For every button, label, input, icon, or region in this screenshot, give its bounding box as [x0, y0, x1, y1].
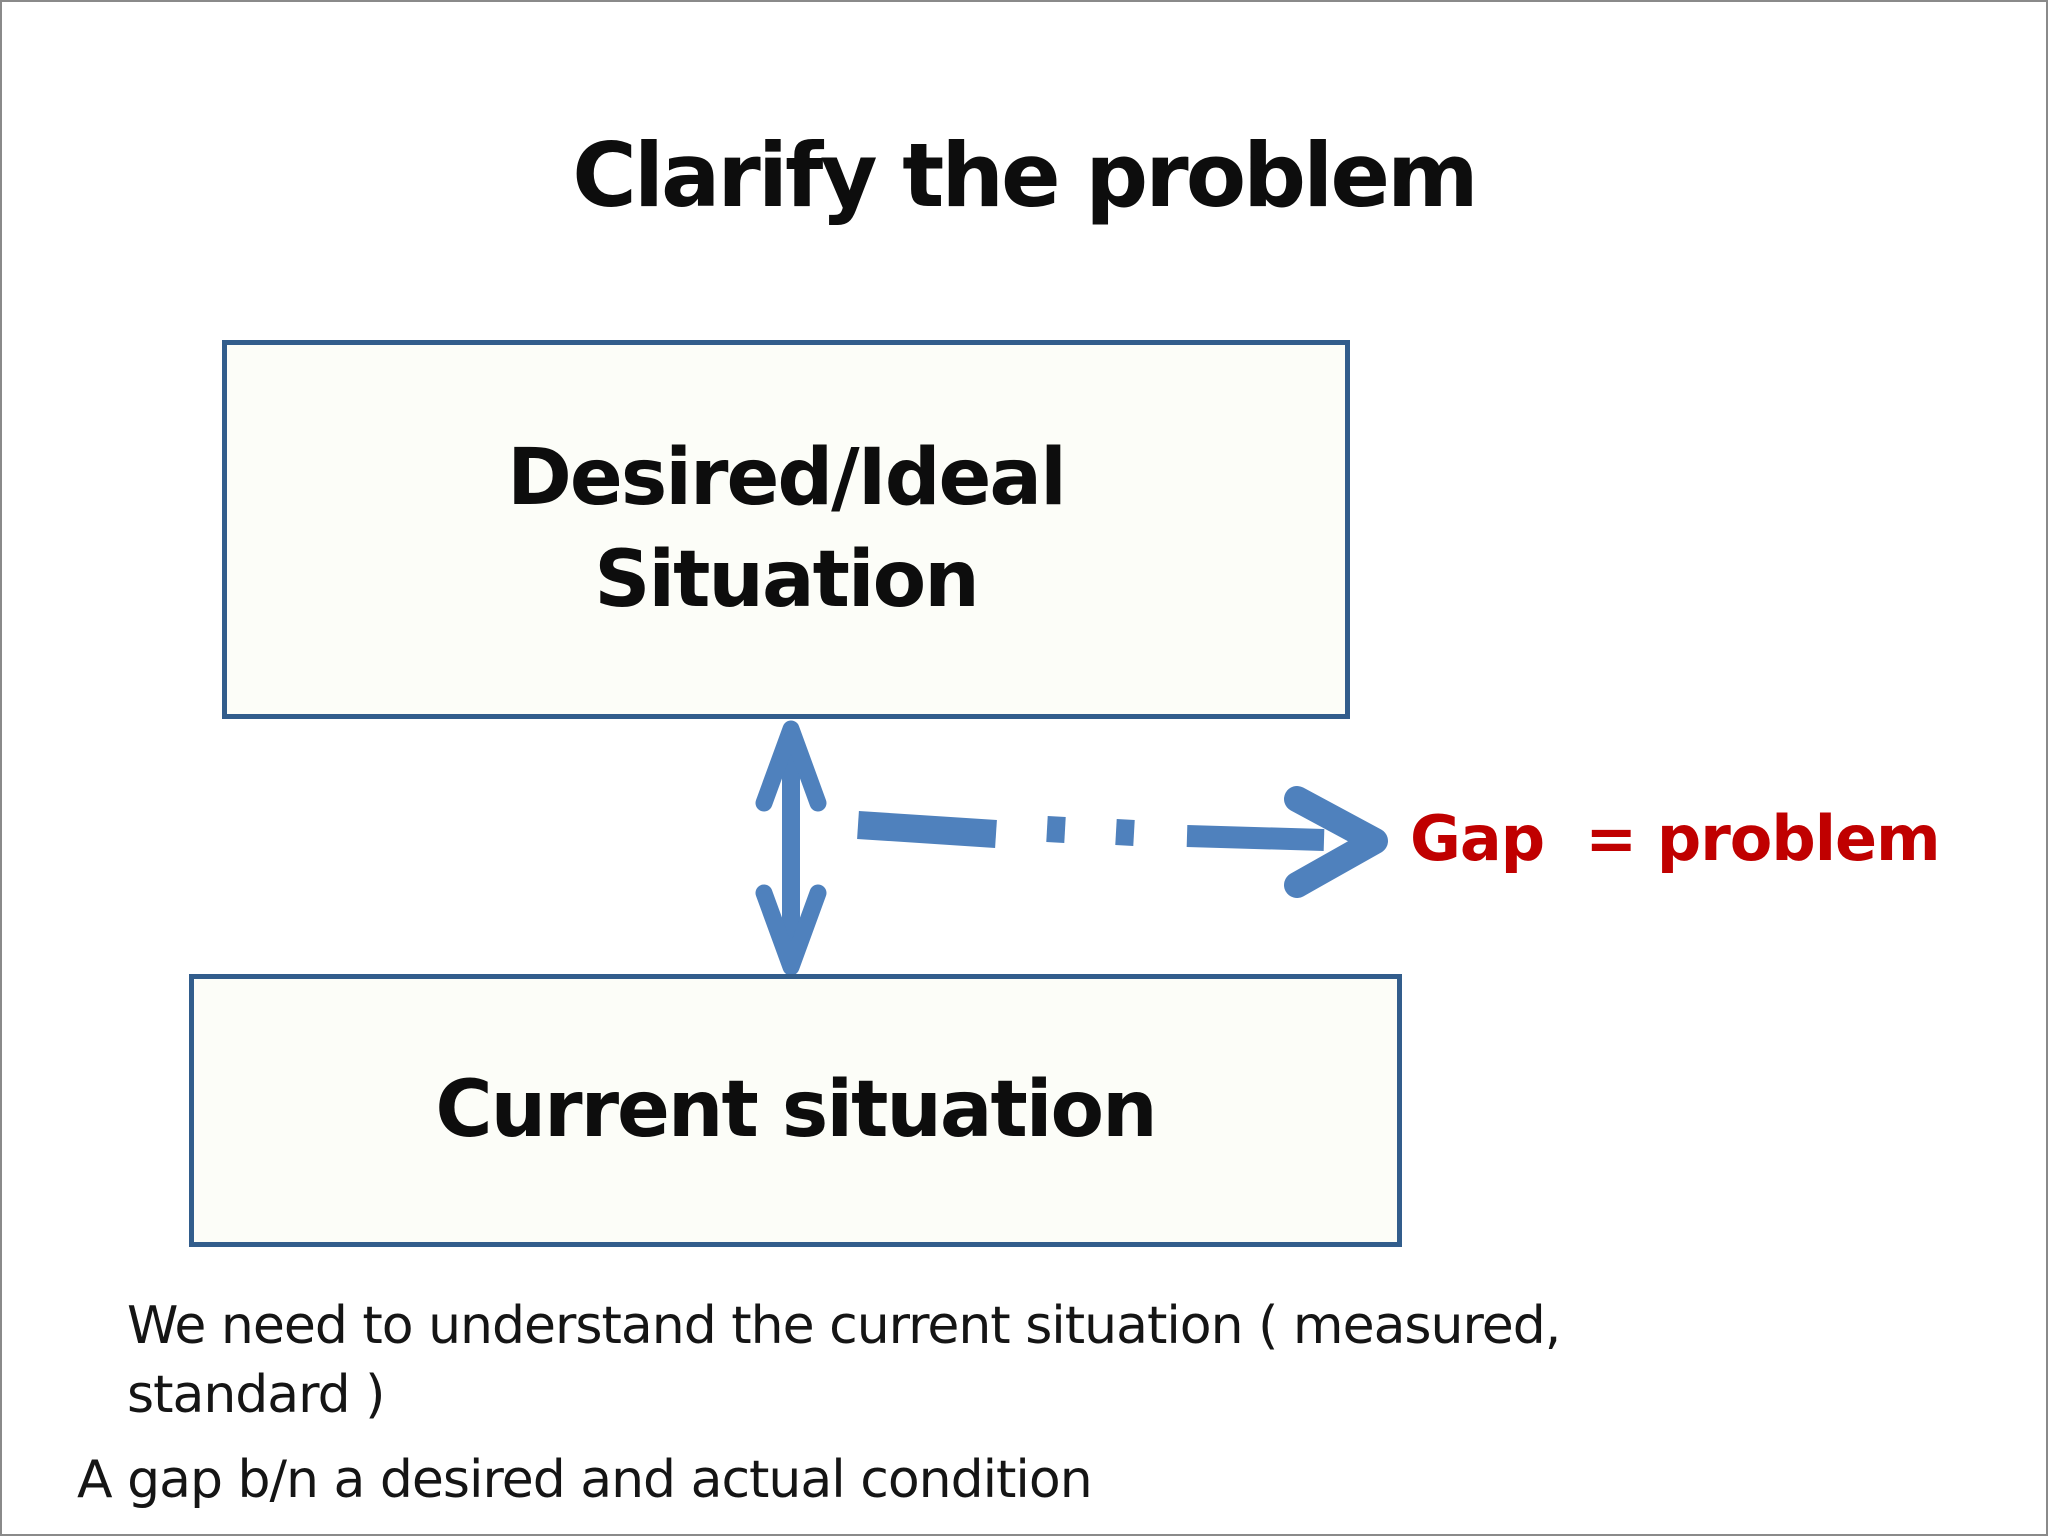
- current-situation-box: Current situation: [189, 974, 1402, 1247]
- current-situation-label: Current situation: [435, 1064, 1157, 1155]
- double-headed-arrow-icon: [755, 720, 827, 976]
- page-title: Clarify the problem: [572, 124, 1478, 227]
- note-understand-line1: We need to understand the current situat…: [127, 1296, 1561, 1356]
- note-gap-definition: A gap b/n a desired and actual condition: [77, 1450, 1093, 1510]
- note-understand-current-situation: We need to understand the current situat…: [127, 1292, 1561, 1430]
- desired-ideal-situation-box: Desired/Ideal Situation: [222, 340, 1350, 719]
- desired-ideal-situation-label: Desired/Ideal Situation: [507, 428, 1067, 631]
- desired-ideal-label-line2: Situation: [594, 534, 980, 625]
- desired-ideal-label-line1: Desired/Ideal: [507, 433, 1067, 524]
- note-understand-line2: standard ): [127, 1365, 385, 1426]
- gap-problem-label: Gap = problem: [1410, 802, 1941, 875]
- dashed-right-arrow-icon: [857, 786, 1388, 898]
